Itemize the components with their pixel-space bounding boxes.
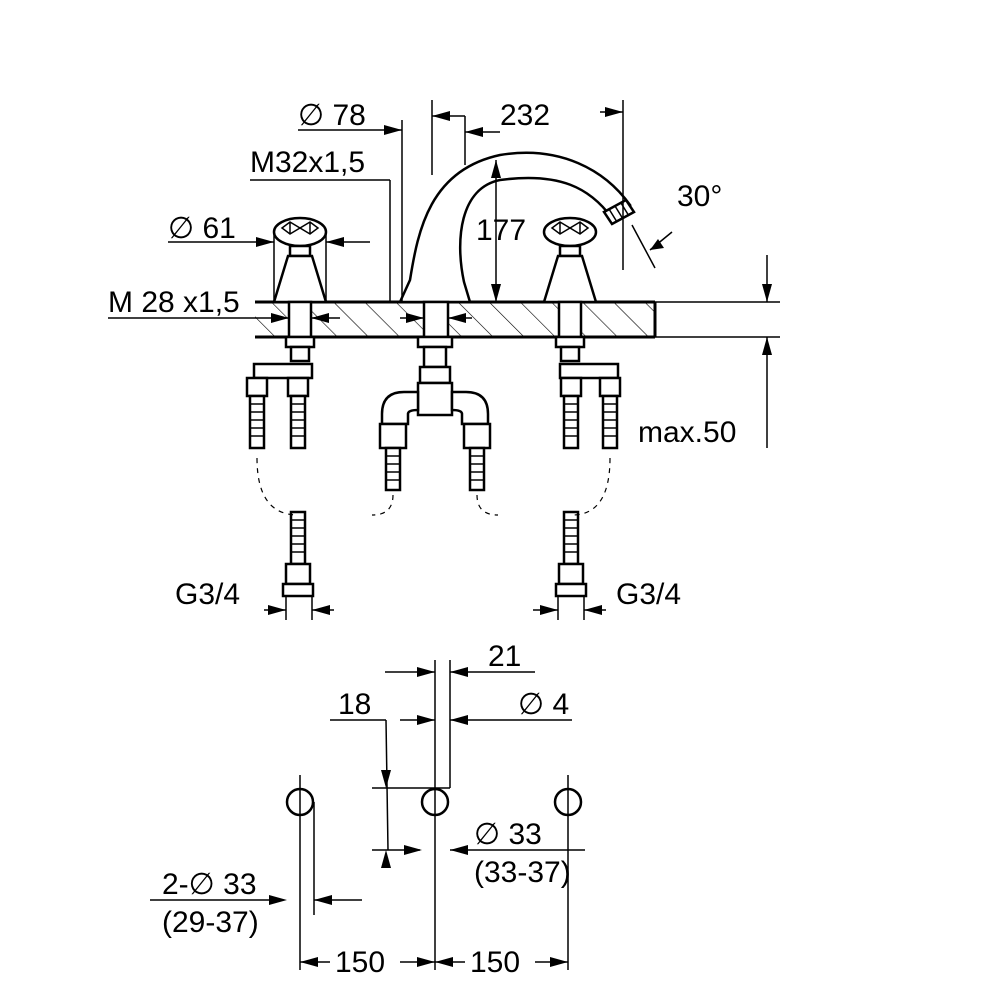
countertop-slab xyxy=(255,300,780,339)
label-side-holes-range: (29-37) xyxy=(162,906,259,939)
label-spout-height: 177 xyxy=(476,214,526,247)
label-max-thickness: max.50 xyxy=(638,416,736,449)
label-center-hole-range: (33-37) xyxy=(474,856,571,889)
spout xyxy=(371,151,636,516)
label-handle-diameter: ∅ 61 xyxy=(168,212,236,245)
label-valve-thread: M 28 x1,5 xyxy=(108,286,240,319)
dimension-lines-top xyxy=(108,100,768,620)
label-spacing-left: 150 xyxy=(335,946,385,979)
label-spout-angle: 30° xyxy=(677,180,722,213)
label-spout-thread: M32x1,5 xyxy=(250,146,365,179)
label-side-holes: 2-∅ 33 xyxy=(162,868,257,901)
label-spout-diameter: ∅ 78 xyxy=(298,99,366,132)
label-center-hole: ∅ 33 xyxy=(474,818,542,851)
label-offset-18: 18 xyxy=(338,688,371,721)
label-spout-reach: 232 xyxy=(500,99,550,132)
dimension-arrows-top xyxy=(256,107,772,615)
right-valve xyxy=(542,216,622,598)
label-spacing-right: 150 xyxy=(470,946,520,979)
label-connection-left: G3/4 xyxy=(175,578,240,611)
label-offset-21: 21 xyxy=(488,640,521,673)
dimension-arrows-bottom xyxy=(269,667,568,967)
label-connection-right: G3/4 xyxy=(616,578,681,611)
left-valve xyxy=(245,216,328,598)
label-pin-diameter: ∅ 4 xyxy=(518,688,569,721)
